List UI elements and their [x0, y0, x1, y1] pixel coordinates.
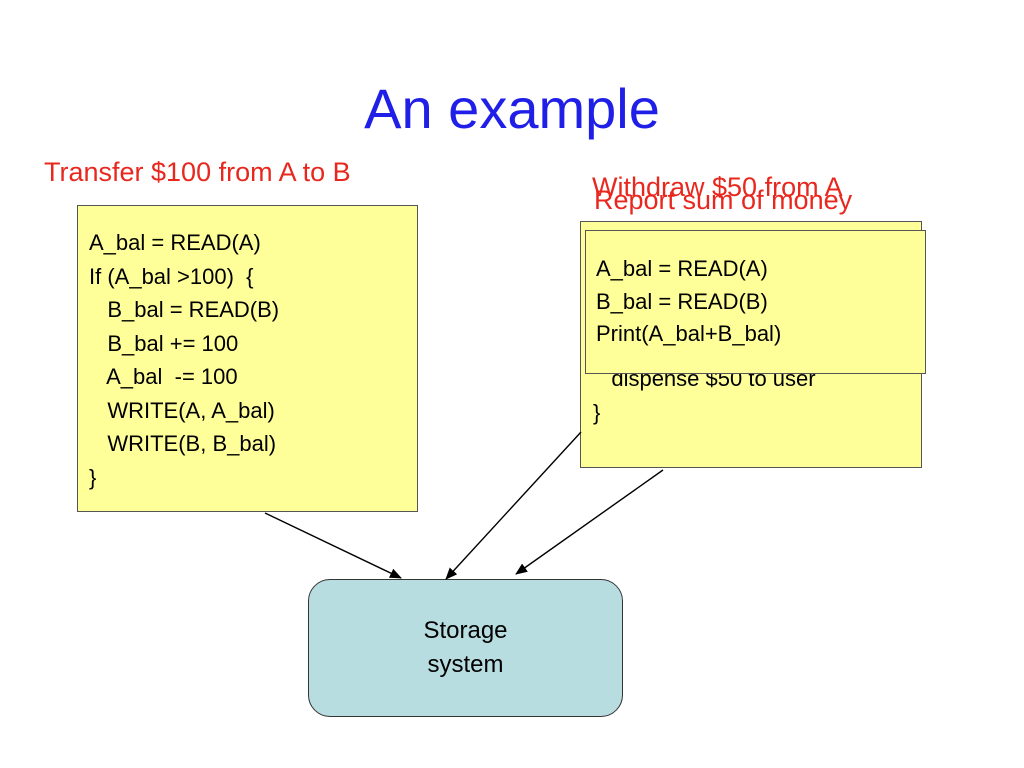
code-line: } [593, 399, 601, 425]
code-line: WRITE(A, A_bal) [89, 397, 275, 423]
code-line: If (A_bal >100) { [89, 263, 254, 289]
arrow-report-to-storage [515, 469, 664, 575]
code-line: B_bal = READ(B) [596, 288, 768, 314]
storage-system-box: Storage system [308, 579, 623, 717]
code-line: Print(A_bal+B_bal) [596, 321, 782, 346]
code-line: A_bal -= 100 [89, 364, 238, 389]
code-line: B_bal = READ(B) [89, 297, 280, 322]
storage-label-line: system [427, 651, 504, 678]
withdraw-label: Withdraw $50 from A [592, 172, 843, 202]
code-line: B_bal += 100 [89, 330, 239, 356]
transfer-label: Transfer $100 from A to B [44, 157, 351, 187]
code-line: A_bal = READ(A) [89, 230, 261, 255]
code-line: A_bal = READ(A) [596, 256, 768, 281]
transfer-code-box: A_bal = READ(A) If (A_bal >100) { B_bal … [77, 205, 418, 512]
storage-label-line: Storage [423, 617, 508, 644]
code-line: } [89, 464, 97, 490]
report-code-box: A_bal = READ(A) B_bal = READ(B) Print(A_… [585, 230, 926, 374]
arrow-transfer-to-storage [264, 512, 402, 579]
arrow-withdraw-to-storage [445, 431, 582, 580]
slide-title: An example [364, 77, 660, 140]
code-line: WRITE(B, B_bal) [89, 431, 277, 456]
report-label: Report sum of money [594, 185, 853, 215]
